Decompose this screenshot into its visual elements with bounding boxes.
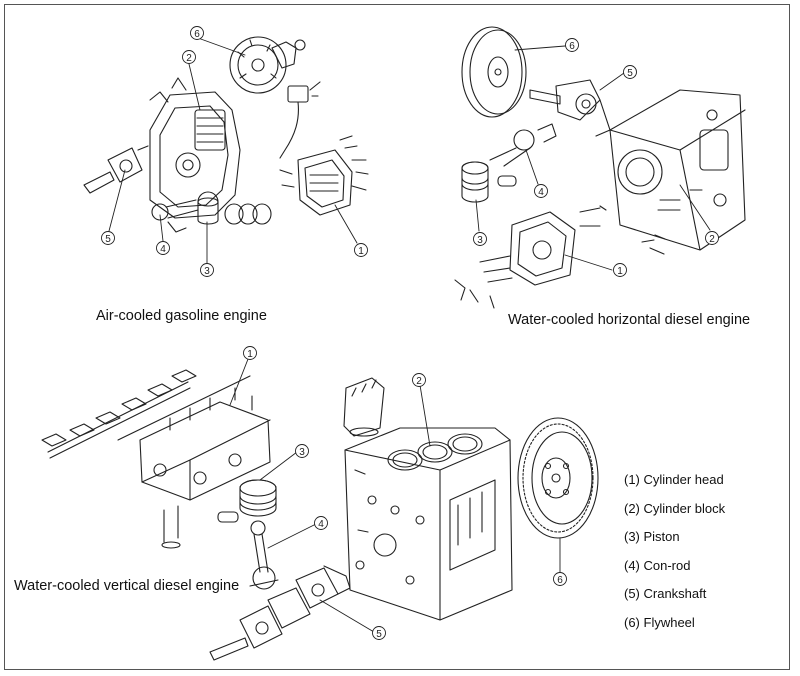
svg-text:1: 1: [617, 266, 623, 277]
callout-horizontal-4: 4: [534, 184, 548, 198]
svg-text:6: 6: [194, 29, 200, 40]
air-cylinder-head-drawing: [279, 135, 369, 216]
callout-vertical-5: 5: [372, 626, 386, 640]
caption-air-cooled: Air-cooled gasoline engine: [96, 308, 267, 324]
callout-horizontal-5: 5: [623, 65, 637, 79]
figure-frame: [4, 4, 790, 670]
callout-horizontal-3: 3: [473, 232, 487, 246]
vertical-piston-drawing: [217, 479, 277, 523]
svg-text:1: 1: [247, 349, 253, 360]
callout-block-2: 2: [412, 373, 426, 387]
horizontal-conrod-drawing: [489, 123, 557, 167]
svg-text:4: 4: [318, 519, 324, 530]
air-flywheel-drawing: [229, 36, 306, 94]
svg-text:5: 5: [105, 234, 111, 245]
svg-text:3: 3: [299, 447, 305, 458]
callout-air-4: 4: [156, 241, 170, 255]
svg-text:2: 2: [186, 53, 192, 64]
callout-vertical-1: 1: [243, 346, 257, 360]
callout-air-6: 6: [190, 26, 204, 40]
legend-item-crankshaft: (5) Crankshaft: [624, 586, 707, 601]
vertical-rocker-arms-drawing: [41, 369, 251, 459]
air-cylinder-block-drawing: [149, 77, 241, 219]
air-piston-drawing: [197, 191, 272, 225]
svg-text:3: 3: [204, 266, 210, 277]
vertical-conrod-drawing: [249, 520, 279, 590]
svg-text:2: 2: [416, 376, 422, 387]
horizontal-cylinder-block-drawing: [609, 89, 746, 255]
svg-text:1: 1: [358, 246, 364, 257]
caption-water-horizontal: Water-cooled horizontal diesel engine: [508, 312, 751, 328]
horizontal-flywheel-drawing: [461, 26, 527, 118]
legend-item-cylinder-block: (2) Cylinder block: [624, 500, 726, 516]
callout-horizontal-6: 6: [565, 38, 579, 52]
callout-air-2: 2: [182, 50, 196, 64]
air-crankshaft-drawing: [83, 145, 149, 194]
legend-item-con-rod: (4) Con-rod: [624, 557, 691, 573]
callout-horizontal-1: 1: [613, 263, 627, 277]
injection-pump-drawing: [343, 377, 385, 437]
vertical-cylinder-head-drawing: [139, 387, 271, 549]
svg-text:2: 2: [709, 234, 715, 245]
air-conrod-drawing: [151, 199, 199, 233]
horizontal-crankshaft-drawing: [529, 79, 611, 137]
air-ignition-drawing: [279, 81, 321, 159]
legend-item-piston: (3) Piston: [624, 529, 680, 544]
callouts: 2 6 1 5 4 3 6 5 2 4 3 1 1 3 4 5 2 6: [101, 26, 719, 640]
callout-vertical-3: 3: [295, 444, 309, 458]
svg-text:5: 5: [376, 629, 382, 640]
callout-vertical-4: 4: [314, 516, 328, 530]
vertical-flywheel-drawing: [517, 417, 599, 539]
svg-text:3: 3: [477, 235, 483, 246]
air-cooled-engine-group: [83, 36, 369, 233]
svg-text:6: 6: [569, 41, 575, 52]
callout-air-5: 5: [101, 231, 115, 245]
parts-legend: (1) Cylinder head (2) Cylinder block (3)…: [624, 470, 725, 641]
vertical-cylinder-block-drawing: [344, 427, 513, 621]
callout-air-1: 1: [354, 243, 368, 257]
svg-text:5: 5: [627, 68, 633, 79]
callout-flywheel-6: 6: [553, 572, 567, 586]
vertical-block-group: [343, 377, 599, 621]
horizontal-piston-drawing: [461, 161, 517, 203]
legend-item-flywheel: (6) Flywheel: [624, 614, 695, 630]
vertical-crankshaft-drawing: [209, 565, 351, 661]
leader-lines: [108, 37, 711, 633]
svg-text:4: 4: [160, 244, 166, 255]
callout-air-3: 3: [200, 263, 214, 277]
vertical-diesel-group: [41, 369, 351, 661]
caption-water-vertical: Water-cooled vertical diesel engine: [14, 578, 240, 594]
callout-horizontal-2: 2: [705, 231, 719, 245]
svg-text:6: 6: [557, 575, 563, 586]
legend-item-cylinder-head: (1) Cylinder head: [624, 472, 724, 487]
svg-text:4: 4: [538, 187, 544, 198]
horizontal-cylinder-head-drawing: [454, 205, 607, 309]
